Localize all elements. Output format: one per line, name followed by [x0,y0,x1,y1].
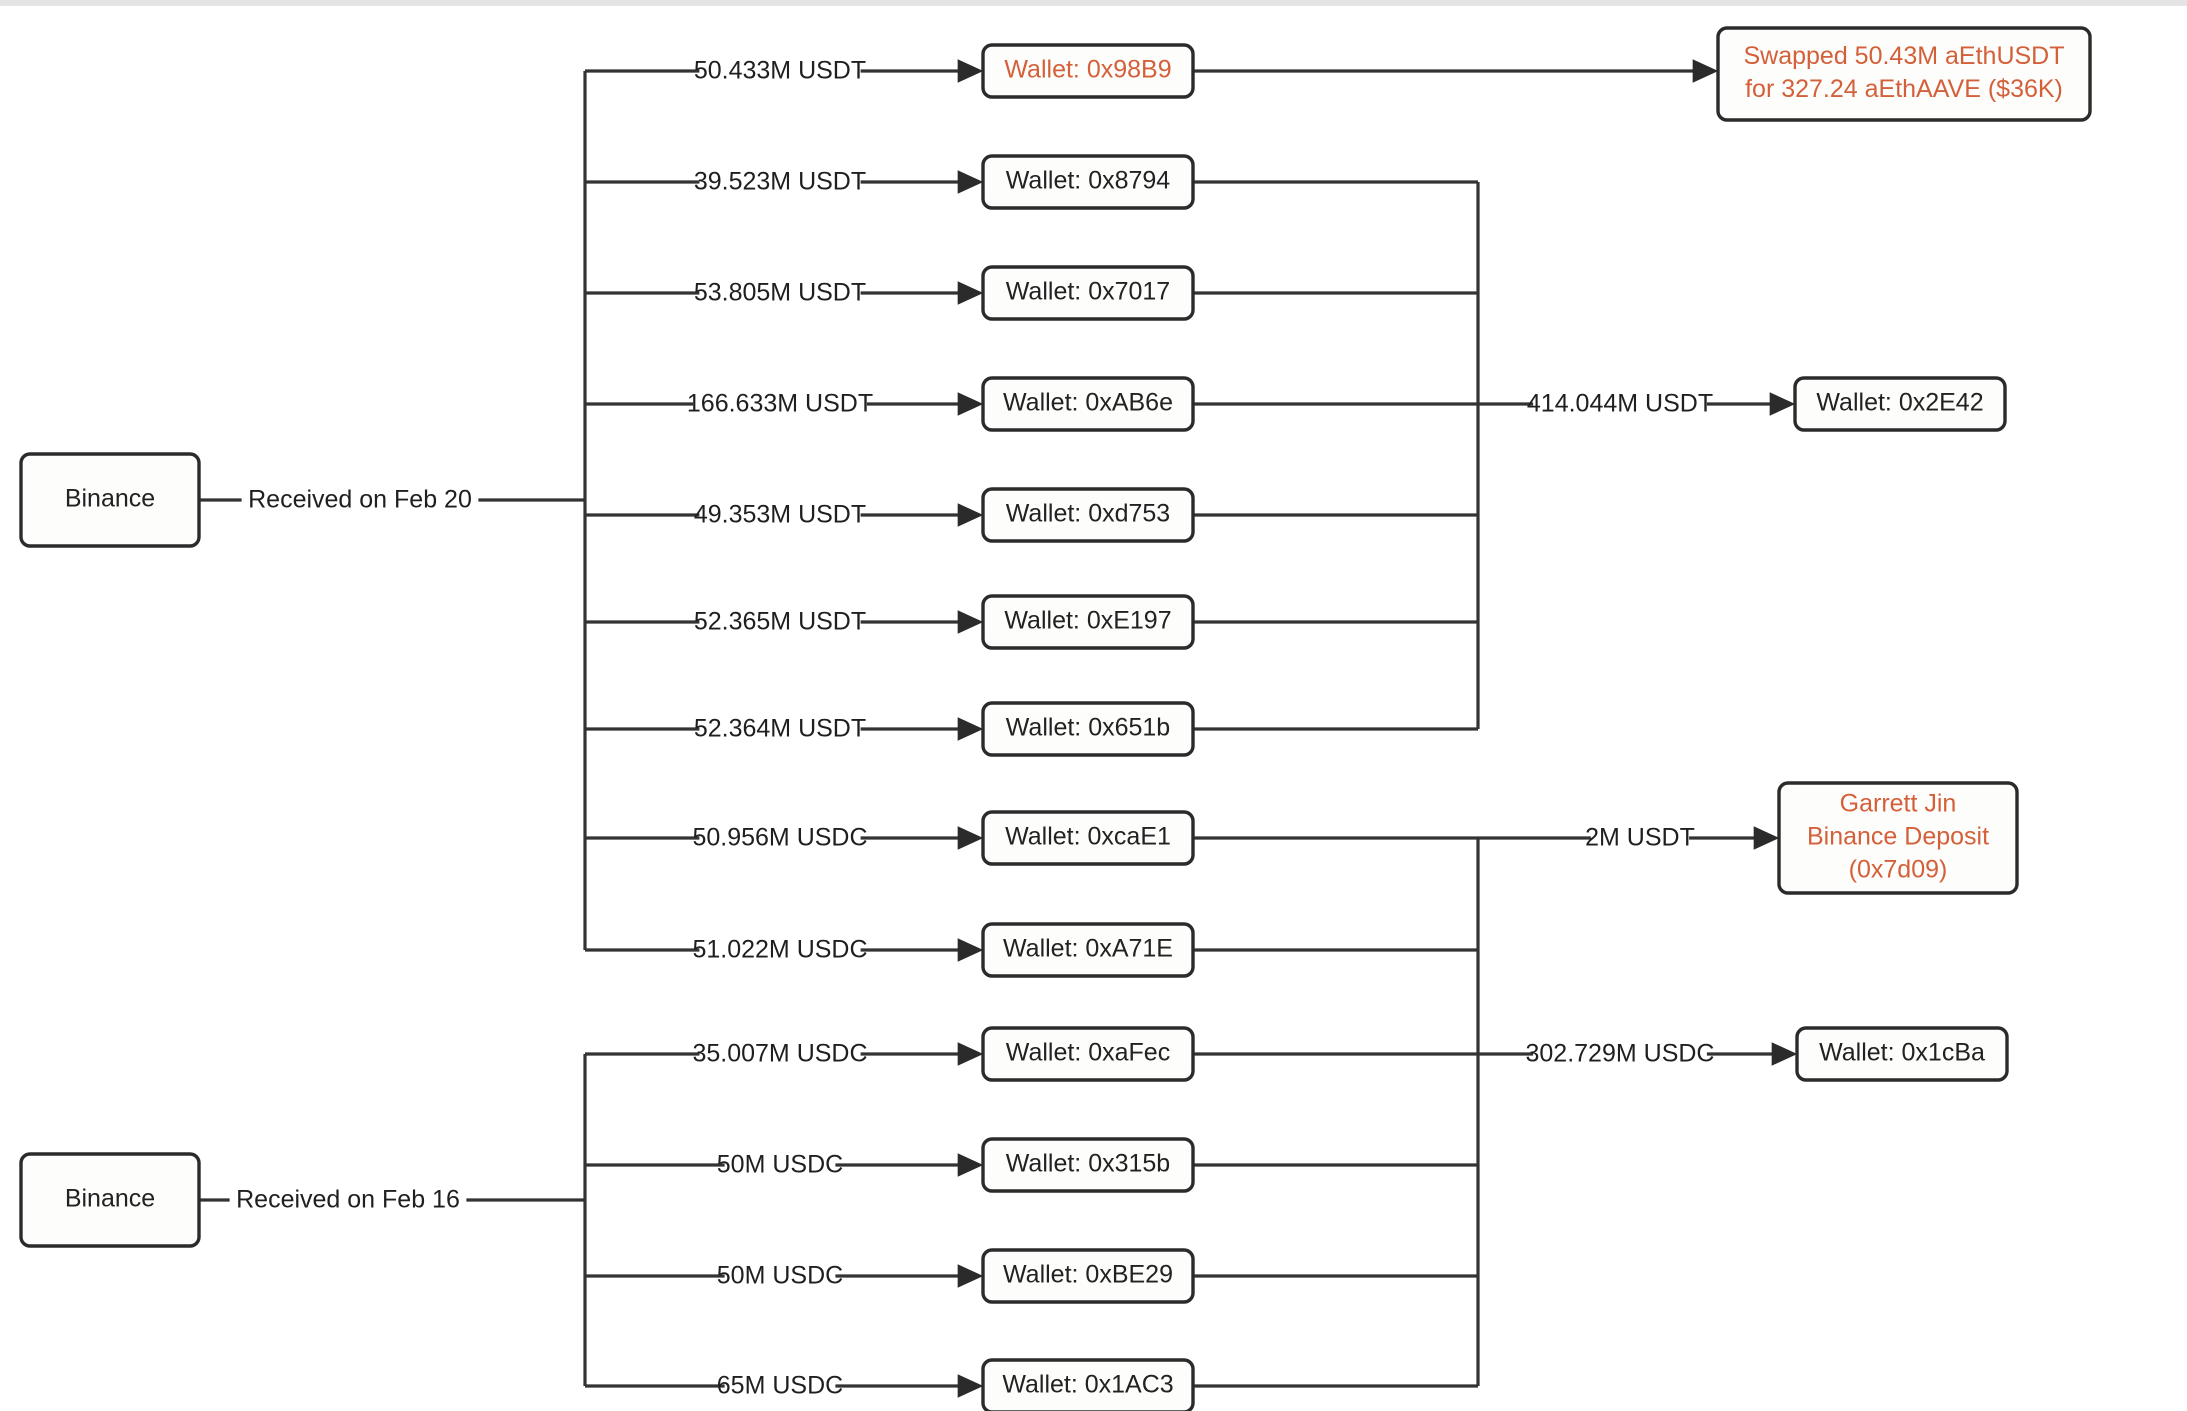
wallet-node-feb20-4[interactable]: Wallet: 0xd753 [981,487,1195,543]
node-label: Binance [65,485,155,513]
edge-label-text: 50.956M USDC [692,824,867,852]
edge-label-text: 51.022M USDC [692,936,867,964]
node-label: Swapped 50.43M aEthUSDT [1743,42,2064,70]
node-label: Wallet: 0x651b [1006,714,1170,742]
node-label: Binance Deposit [1807,823,1989,851]
edge-label-text: 50M USDC [717,1262,843,1290]
wallet-node-feb16-0[interactable]: Wallet: 0xaFec [981,1026,1195,1082]
node-label: Wallet: 0xd753 [1006,500,1170,528]
edge-label-text: 53.805M USDT [694,279,866,307]
edge-label-feb20-amount-3: 166.633M USDT [687,389,873,419]
wallet-node-feb16-3[interactable]: Wallet: 0x1AC3 [981,1358,1195,1411]
edge-label-feb20-amount-6: 52.364M USDT [694,714,866,744]
output-node-wallet-2e42[interactable]: Wallet: 0x2E42 [1793,376,2007,432]
node-label: Wallet: 0xA71E [1003,935,1173,963]
node-label: Wallet: 0x7017 [1006,278,1170,306]
wallet-node-feb20-0[interactable]: Wallet: 0x98B9 [981,43,1195,99]
wallet-node-feb20-5[interactable]: Wallet: 0xE197 [981,594,1195,650]
node-label: for 327.24 aEthAAVE ($36K) [1745,75,2063,103]
edge-label-feb16-amount-1: 50M USDC [717,1150,843,1180]
edge-label-text: 2M USDT [1585,824,1695,852]
edge-label-302m-usdc: 302.729M USDC [1526,1039,1715,1069]
node-label: Wallet: 0x98B9 [1004,56,1171,84]
edge-labels-layer: Received on Feb 20 Received on Feb 16 50.4… [229,56,1715,1401]
edge-label-feb20-amount-8: 51.022M USDC [692,935,868,965]
output-node-wallet-1cba[interactable]: Wallet: 0x1cBa [1795,1026,2009,1082]
edge-label-text: 166.633M USDT [687,390,873,418]
output-node-swap-aave[interactable]: Swapped 50.43M aEthUSDT for 327.24 aEthAA… [1716,26,2092,122]
edge-label-text: 302.729M USDC [1526,1040,1715,1068]
edge-label-received-feb20: Received on Feb 20 [241,485,479,515]
edge-label-text: 414.044M USDT [1527,390,1713,418]
edge-label-feb20-amount-7: 50.956M USDC [692,823,868,853]
node-label: Wallet: 0x8794 [1006,167,1171,195]
edge-label-feb20-amount-0: 50.433M USDT [694,56,866,86]
node-label: Wallet: 0x1AC3 [1002,1371,1173,1399]
edge-label-text: Received on Feb 16 [236,1186,460,1214]
node-label: Wallet: 0xE197 [1004,607,1171,635]
edge-label-feb16-amount-3: 65M USDC [717,1371,843,1401]
node-label: (0x7d09) [1849,856,1948,884]
edge-label-feb16-amount-2: 50M USDC [717,1261,843,1291]
wallet-node-feb20-6[interactable]: Wallet: 0x651b [981,701,1195,757]
node-label: Wallet: 0x1cBa [1819,1039,1985,1067]
edge-label-feb20-amount-5: 52.365M USDT [694,607,866,637]
edge-label-text: 50M USDC [717,1151,843,1179]
edge-label-text: 39.523M USDT [694,168,866,196]
edge-label-2m-usdt: 2M USDT [1585,823,1695,853]
edge-label-feb16-amount-0: 35.007M USDC [692,1039,868,1069]
wallet-node-feb20-2[interactable]: Wallet: 0x7017 [981,265,1195,321]
edge-label-414m-usdt: 414.044M USDT [1527,389,1713,419]
node-label: Wallet: 0xBE29 [1003,1261,1173,1289]
node-label: Wallet: 0xaFec [1006,1039,1170,1067]
node-label: Wallet: 0xAB6e [1003,389,1173,417]
edge-label-text: 52.365M USDT [694,608,866,636]
node-label: Wallet: 0x315b [1006,1150,1170,1178]
wallet-node-feb20-3[interactable]: Wallet: 0xAB6e [981,376,1195,432]
node-label: Garrett Jin [1840,790,1957,818]
edge-label-text: 49.353M USDT [694,501,866,529]
edge-label-received-feb16: Received on Feb 16 [229,1185,467,1215]
source-node-binance-feb16[interactable]: Binance [19,1152,201,1248]
wallet-node-feb20-1[interactable]: Wallet: 0x8794 [981,154,1195,210]
node-label: Binance [65,1185,155,1213]
edge-label-feb20-amount-1: 39.523M USDT [694,167,866,197]
node-label: Wallet: 0xcaE1 [1005,823,1171,851]
wallet-node-feb16-1[interactable]: Wallet: 0x315b [981,1137,1195,1193]
top-scroll-strip [0,0,2187,6]
source-node-binance-feb20[interactable]: Binance [19,452,201,548]
edge-label-feb20-amount-2: 53.805M USDT [694,278,866,308]
node-label: Wallet: 0x2E42 [1816,389,1983,417]
wallet-node-feb16-2[interactable]: Wallet: 0xBE29 [981,1248,1195,1304]
edge-label-text: 35.007M USDC [692,1040,867,1068]
edge-label-text: 50.433M USDT [694,57,866,85]
edge-label-text: Received on Feb 20 [248,486,472,514]
wallet-node-feb20-7[interactable]: Wallet: 0xcaE1 [981,810,1195,866]
wallet-node-feb20-8[interactable]: Wallet: 0xA71E [981,922,1195,978]
edge-label-text: 65M USDC [717,1372,843,1400]
edge-label-text: 52.364M USDT [694,715,866,743]
edge-label-feb20-amount-4: 49.353M USDT [694,500,866,530]
